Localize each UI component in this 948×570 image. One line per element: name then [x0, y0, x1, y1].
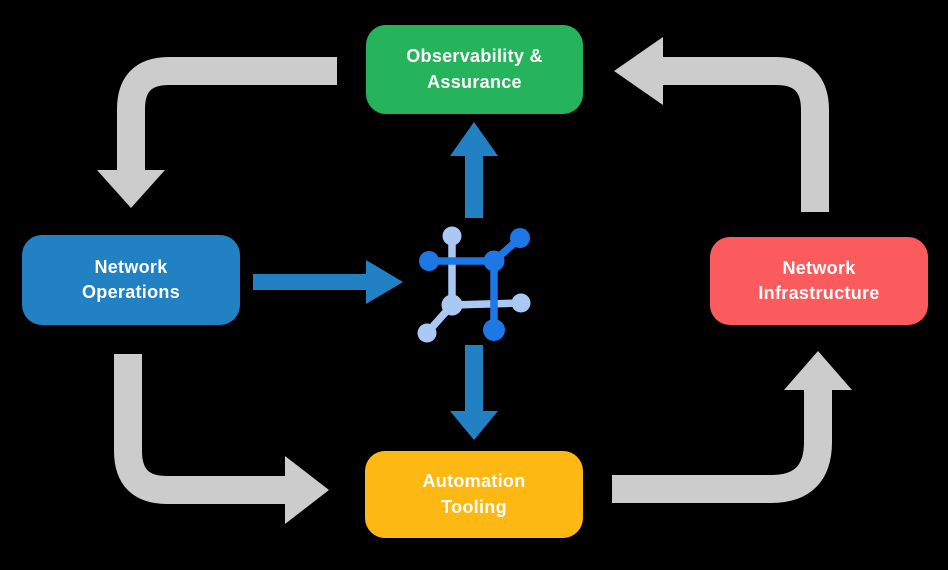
hub-node-left	[419, 251, 439, 271]
cycle-arrow-shafts	[114, 57, 832, 504]
hub-icon-light-bottom	[451, 299, 522, 309]
flow-arrowhead-down	[450, 411, 498, 440]
node-network-operations: Network Operations	[22, 235, 240, 325]
hub-icon-dark-nodes	[419, 228, 530, 341]
flow-arrow-shafts	[253, 156, 483, 411]
node-label-line: Assurance	[427, 71, 522, 92]
node-network-infrastructure: Network Infrastructure	[710, 237, 928, 325]
cycle-arrow-infra-to-obs	[662, 57, 829, 212]
cycle-arrowhead-left	[614, 37, 663, 105]
hub-icon-light-nodes	[417, 226, 531, 343]
node-label-line: Infrastructure	[758, 283, 880, 303]
cycle-arrowheads	[97, 37, 852, 524]
cycle-arrow-ops-to-auto	[114, 354, 286, 504]
node-label-line: Network	[94, 256, 168, 277]
cycle-arrowhead-down	[97, 170, 165, 208]
cycle-arrow-obs-to-ops	[117, 57, 337, 171]
node-label-line: Automation	[422, 471, 526, 492]
flow-arrowheads	[366, 122, 498, 440]
hub-icon-light-branch	[424, 236, 456, 336]
node-observability-assurance: Observability & Assurance	[366, 25, 583, 114]
node-automation-tooling: Automation Tooling	[365, 451, 583, 538]
hub-node-right	[511, 293, 531, 313]
hub-node-top-right-junction	[483, 250, 505, 272]
flow-arrowhead-right	[366, 260, 403, 304]
hub-node-bottom-left-junction	[441, 294, 463, 316]
cycle-arrowhead-up	[784, 351, 852, 390]
hub-node-bottom-left	[417, 323, 437, 343]
node-label-line: Tooling	[441, 496, 507, 517]
hub-icon-dark-top	[429, 235, 523, 265]
cycle-arrow-auto-to-infra	[612, 390, 832, 503]
hub-node-top-right	[510, 228, 530, 248]
node-label-line: Observability &	[406, 46, 543, 67]
node-label-line: Network	[782, 257, 856, 278]
network-hub-icon	[417, 226, 531, 343]
node-label-line: Operations	[81, 282, 181, 302]
hub-node-top	[442, 226, 462, 246]
hub-node-bottom	[483, 319, 505, 341]
flow-arrowhead-up	[450, 122, 498, 156]
cycle-arrowhead-right	[285, 456, 329, 524]
